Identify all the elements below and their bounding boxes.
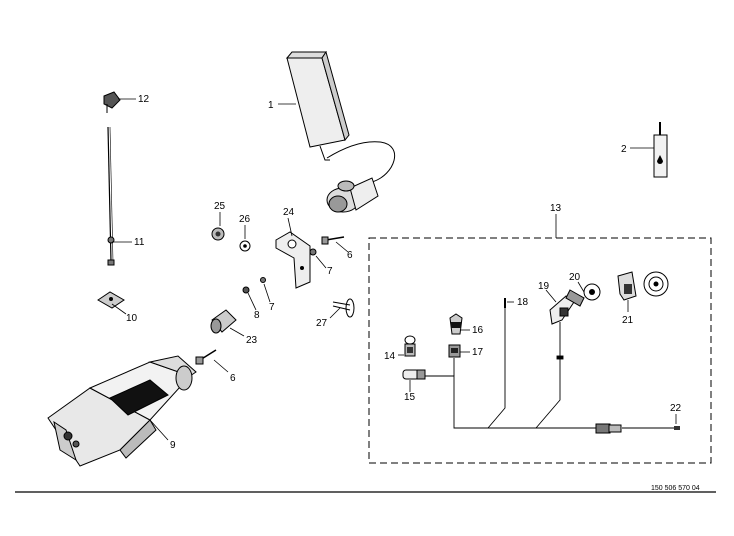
callout-23: 23: [246, 335, 258, 346]
callout-6-upper: 6: [347, 250, 353, 261]
wiring-harness: [425, 308, 676, 429]
group-13-frame: [368, 237, 712, 464]
part-12-clip: [103, 91, 121, 113]
part-6-screw-upper: [321, 236, 345, 245]
callout-26: 26: [239, 214, 251, 225]
part-22-terminal: [595, 423, 680, 434]
part-26-washer: [239, 240, 251, 252]
part-19-sensor: [549, 295, 575, 325]
callout-6-lower: 6: [230, 373, 236, 384]
part-9-actuator: [47, 355, 197, 467]
part-21-housing: [617, 271, 669, 301]
callout-24: 24: [283, 207, 295, 218]
callout-18: 18: [517, 297, 529, 308]
callout-8: 8: [254, 310, 260, 321]
callout-20: 20: [569, 272, 581, 283]
callout-21: 21: [622, 315, 634, 326]
part-24-bracket: [275, 231, 311, 289]
part-6-screw-lower: [195, 349, 217, 365]
callout-9: 9: [170, 440, 176, 451]
part-7-washer-lower: [260, 277, 266, 283]
part-15-elbow: [402, 369, 426, 380]
group-label-13: 13: [550, 203, 562, 214]
part-17-connector: [448, 344, 461, 358]
callout-7-lower: 7: [269, 302, 275, 313]
drawing-reference: 150 506 570 04: [651, 485, 700, 492]
callout-2: 2: [621, 144, 627, 155]
callout-12: 12: [138, 94, 150, 105]
callout-11: 11: [134, 237, 145, 248]
callout-22: 22: [670, 403, 682, 414]
callout-25: 25: [214, 201, 226, 212]
callout-1: 1: [268, 100, 274, 111]
callout-16: 16: [472, 325, 484, 336]
callout-27: 27: [316, 318, 328, 329]
callout-14: 14: [384, 351, 396, 362]
part-7-nut-upper: [309, 248, 317, 256]
callout-15: 15: [404, 392, 416, 403]
callout-19: 19: [538, 281, 550, 292]
part-8-nut: [242, 286, 250, 294]
part-11-rod: [107, 126, 115, 266]
part-25-nut: [211, 227, 225, 241]
part-1-control-box: [285, 50, 396, 213]
part-2-vial: [653, 122, 668, 178]
callout-7-upper: 7: [327, 266, 333, 277]
callout-10: 10: [126, 313, 138, 324]
part-14-fitting: [404, 335, 416, 357]
part-23-sleeve: [210, 309, 237, 334]
part-27-pin: [332, 298, 355, 318]
part-10-plate: [97, 291, 125, 309]
part-16-connector: [449, 313, 463, 335]
callout-17: 17: [472, 347, 484, 358]
